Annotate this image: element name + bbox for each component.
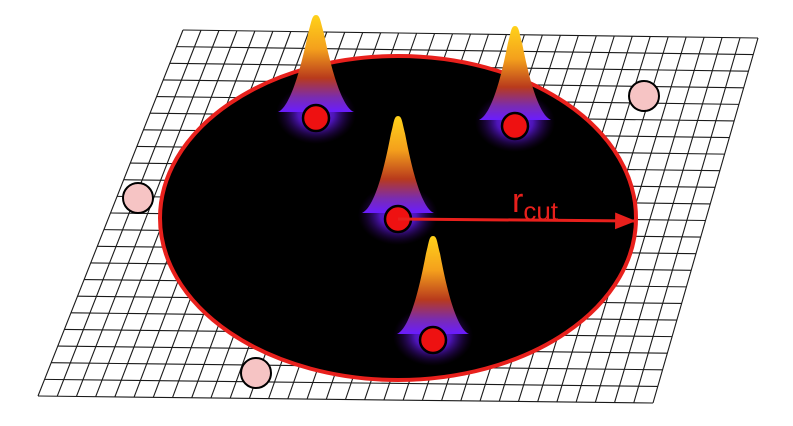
peak-shape (278, 15, 354, 112)
outside-atoms (122, 80, 660, 389)
rcut-label: rcut (512, 182, 559, 226)
peak-shape (362, 116, 434, 213)
grid-line (182, 29, 759, 39)
peak-shape (479, 26, 551, 120)
peak-shape (397, 236, 469, 334)
density-peak (475, 26, 555, 152)
atom-inside (301, 103, 331, 133)
atom-outside (628, 80, 660, 112)
atom-inside (418, 325, 448, 355)
atom-outside (240, 357, 272, 389)
rcut-main: r (512, 182, 523, 220)
atom-inside (500, 111, 530, 141)
radius-arrow (397, 212, 637, 230)
rcut-subscript: cut (523, 196, 558, 226)
atom-outside (122, 182, 154, 214)
grid-line (176, 46, 754, 56)
density-peak (393, 236, 473, 366)
grid-line (44, 378, 658, 387)
density-peak (358, 116, 438, 245)
density-peak (276, 15, 356, 144)
grid-line (37, 395, 654, 404)
density-peaks (276, 15, 555, 366)
